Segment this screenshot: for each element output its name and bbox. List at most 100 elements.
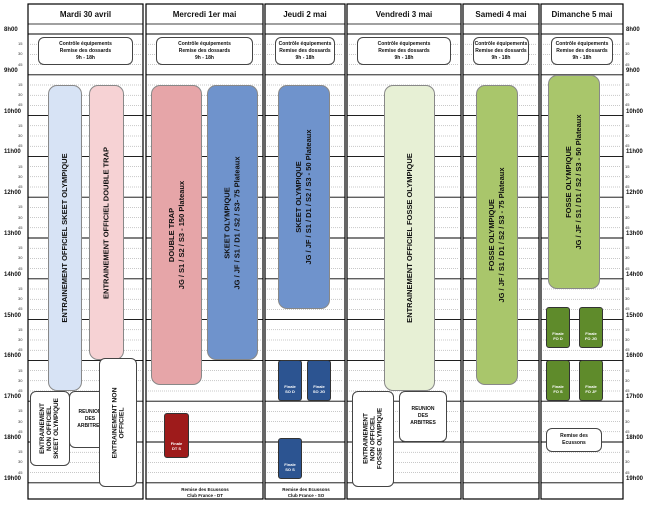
quarter-tick-left: 30 — [18, 418, 23, 424]
quarter-tick-left: 30 — [18, 92, 23, 98]
day-header: Mardi 30 avril — [59, 10, 112, 19]
quarter-tick-right: 30 — [625, 173, 630, 179]
mardi-dt-non-officiel-box: ENTRAINEMENT NON OFFICIEL — [99, 358, 137, 487]
hour-label-right: 14h00 — [626, 271, 644, 278]
vendredi-reunion-box: REUNION DES ARBITRES — [399, 391, 447, 442]
hour-label-right: 19h00 — [626, 475, 644, 482]
dimanche-fosse-bar: FOSSE OLYMPIQUE JG / JF / S1 / D1 / S2 /… — [548, 74, 600, 289]
quarter-tick-right: 30 — [625, 418, 630, 424]
quarter-tick-left: 45 — [18, 184, 23, 189]
quarter-tick-left: 30 — [18, 377, 23, 383]
quarter-tick-left: 45 — [18, 388, 23, 393]
mercredi-dt-bar-label: DOUBLE TRAP JG / S1 / S2 / S3 - 150 Plat… — [166, 180, 186, 290]
jeudi-finale-so-jg: Finale SO JG — [307, 360, 331, 402]
day-column-frame — [264, 3, 346, 500]
quarter-tick-right: 15 — [625, 449, 630, 455]
jeudi-ecussons-text: Remise des Ecussons Club France - SO — [282, 486, 330, 498]
quarter-tick-left: 15 — [18, 122, 23, 128]
quarter-tick-left: 30 — [18, 133, 23, 138]
quarter-tick-right: 30 — [625, 459, 630, 465]
dimanche-finale-fo-jg: Finale FO JG — [579, 307, 603, 349]
quarter-tick-right: 45 — [625, 102, 630, 108]
quarter-tick-right: 15 — [625, 122, 630, 128]
samedi-fosse-bar: FOSSE OLYMPIQUE JG / JF / S1 / D1 / S2 /… — [476, 85, 518, 385]
mardi-skeet-officiel-bar: ENTRAINEMENT OFFICIEL SKEET OLYMPIQUE — [48, 85, 82, 391]
quarter-tick-right: 30 — [625, 214, 630, 220]
quarter-tick-left: 30 — [18, 51, 23, 57]
hour-label-right: 10h00 — [626, 108, 644, 115]
quarter-tick-left: 15 — [18, 286, 23, 291]
day-column-frame — [27, 3, 144, 500]
quarter-tick-left: 30 — [18, 459, 23, 465]
hour-label-right: 12h00 — [626, 190, 644, 197]
samedi-fosse-bar-label: FOSSE OLYMPIQUE JG / JF / S1 / D1 / S2 /… — [487, 167, 506, 303]
dimanche-finale-fo-d: Finale FO D — [546, 307, 570, 349]
quarter-tick-right: 45 — [625, 61, 630, 67]
dimanche-finale-fo-jf: Finale FO JF — [579, 360, 603, 402]
quarter-tick-left: 45 — [18, 347, 23, 353]
quarter-tick-left: 15 — [18, 204, 23, 210]
mardi-dt-non-officiel-box-label: ENTRAINEMENT NON OFFICIEL — [111, 387, 126, 459]
mercredi-skeet-bar-label: SKEET OLYMPIQUE JG / JF / S1 / D1 / S2 /… — [222, 156, 242, 290]
quarter-tick-left: 15 — [18, 82, 23, 87]
day-column-frame — [462, 3, 540, 500]
hour-label-right: 11h00 — [626, 149, 643, 156]
vendredi-fosse-officiel-bar: ENTRAINEMENT OFFICIEL FOSSE OLYMPIQUE — [384, 85, 435, 391]
quarter-tick-left: 30 — [18, 214, 23, 220]
control-equipment-line: Remise des dossards — [475, 47, 527, 54]
control-equipment-line: 9h - 18h — [394, 54, 414, 61]
control-equipment-line: Contrôle équipements — [59, 40, 112, 47]
control-equipment-line: Remise des dossards — [279, 47, 331, 54]
control-equipment-line: Contrôle équipements — [178, 40, 231, 47]
dimanche-fosse-bar-label: FOSSE OLYMPIQUE JG / JF / S1 / D1 / S2 /… — [564, 114, 583, 250]
mardi-dt-officiel-bar: ENTRAINEMENT OFFICIEL DOUBLE TRAP — [89, 85, 124, 361]
quarter-tick-left: 30 — [18, 296, 23, 302]
quarter-tick-left: 45 — [18, 102, 23, 108]
hour-label-left: 18h00 — [4, 435, 22, 441]
quarter-tick-left: 15 — [18, 163, 23, 169]
quarter-tick-left: 30 — [18, 255, 23, 261]
hour-label-left: 9h00 — [4, 67, 18, 74]
quarter-tick-left: 45 — [18, 224, 23, 230]
hour-label-left: 12h00 — [4, 190, 22, 197]
quarter-tick-right: 45 — [625, 388, 630, 393]
mercredi-dt-bar: DOUBLE TRAP JG / S1 / S2 / S3 - 150 Plat… — [151, 85, 202, 385]
mardi-skeet-non-officiel-box-label: ENTRAINEMENT NON OFFICIEL SKEET OLYMPIQU… — [39, 398, 61, 460]
hour-label-left: 17h00 — [4, 394, 22, 401]
control-equipment-line: Contrôle équipements — [278, 40, 332, 47]
quarter-tick-right: 45 — [625, 224, 630, 230]
mardi-dt-officiel-bar-label: ENTRAINEMENT OFFICIEL DOUBLE TRAP — [101, 146, 111, 299]
quarter-tick-right: 15 — [625, 367, 630, 373]
quarter-tick-left: 15 — [18, 367, 23, 373]
control-equipment-line: Contrôle équipements — [555, 40, 609, 47]
quarter-tick-left: 45 — [18, 143, 23, 149]
quarter-tick-right: 45 — [625, 428, 630, 434]
hour-label-left: 19h00 — [4, 475, 22, 482]
dimanche-ecussons-box-label: Remise des Ecussons — [560, 432, 588, 446]
control-equipment-line: 9h - 18h — [76, 54, 95, 61]
vendredi-fosse-non-officiel-box: ENTRAINEMENT NON OFFICIEL FOSSE OLYMPIQU… — [352, 391, 394, 487]
hour-label-right: 15h00 — [626, 312, 644, 319]
quarter-tick-right: 15 — [625, 82, 630, 87]
day-column-frame — [346, 3, 462, 500]
quarter-tick-left: 15 — [18, 449, 23, 455]
hour-label-right: 9h00 — [626, 67, 640, 74]
hour-label-left: 16h00 — [4, 353, 22, 360]
control-equipment-line: 9h - 18h — [195, 54, 214, 61]
quarter-tick-right: 30 — [625, 377, 630, 383]
quarter-tick-left: 15 — [18, 41, 23, 47]
quarter-tick-right: 15 — [625, 245, 630, 251]
quarter-tick-right: 30 — [625, 51, 630, 57]
quarter-tick-right: 30 — [625, 255, 630, 261]
quarter-tick-right: 15 — [625, 41, 630, 47]
day-header: Samedi 4 mai — [475, 10, 527, 19]
